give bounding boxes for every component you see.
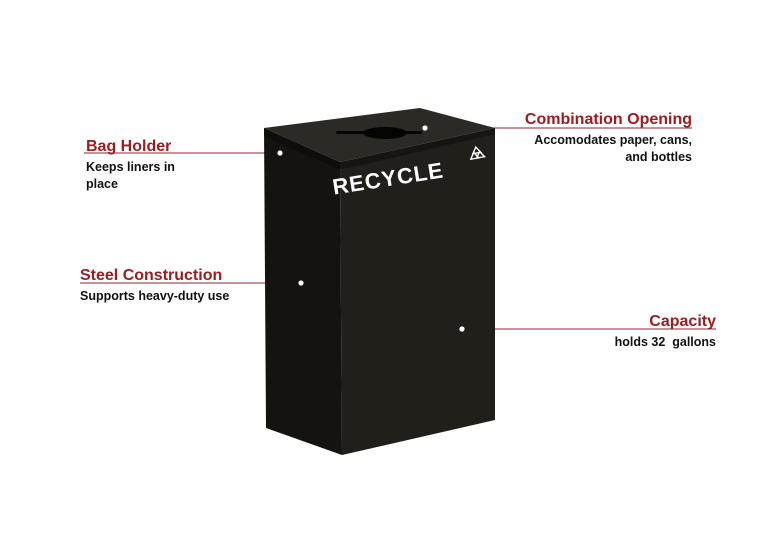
- bag-holder-title: Bag Holder: [86, 138, 172, 155]
- steel-construction-title: Steel Construction: [80, 267, 223, 284]
- combination-opening-desc-line1: Accomodates paper, cans,: [534, 133, 692, 147]
- combination-opening-dot: [422, 125, 428, 131]
- bin-front-face: [340, 130, 495, 455]
- combination-opening-desc-line2: and bottles: [625, 150, 692, 164]
- steel-construction-desc: Supports heavy-duty use: [80, 289, 230, 303]
- bin-lid-left-rim: [264, 128, 340, 170]
- capacity-dot: [459, 326, 465, 332]
- bag-holder-dot: [277, 150, 283, 156]
- capacity-title: Capacity: [649, 313, 716, 330]
- capacity-callout: Capacity holds 32 gallons: [560, 312, 716, 351]
- steel-construction-callout: Steel Construction Supports heavy-duty u…: [80, 266, 230, 305]
- steel-construction-dot: [298, 280, 304, 286]
- bag-holder-callout: Bag Holder Keeps liners in place: [86, 137, 201, 193]
- recycle-icon: [469, 145, 486, 161]
- combination-opening-paper-slot: [336, 131, 422, 134]
- combination-opening-title: Combination Opening: [524, 111, 692, 128]
- bin-left-side: [264, 128, 342, 455]
- bin-lid-rim: [340, 128, 495, 170]
- capacity-desc: holds 32 gallons: [614, 335, 716, 349]
- bag-holder-desc: Keeps liners in place: [86, 160, 175, 191]
- combination-opening-callout: Combination Opening Accomodates paper, c…: [500, 110, 692, 166]
